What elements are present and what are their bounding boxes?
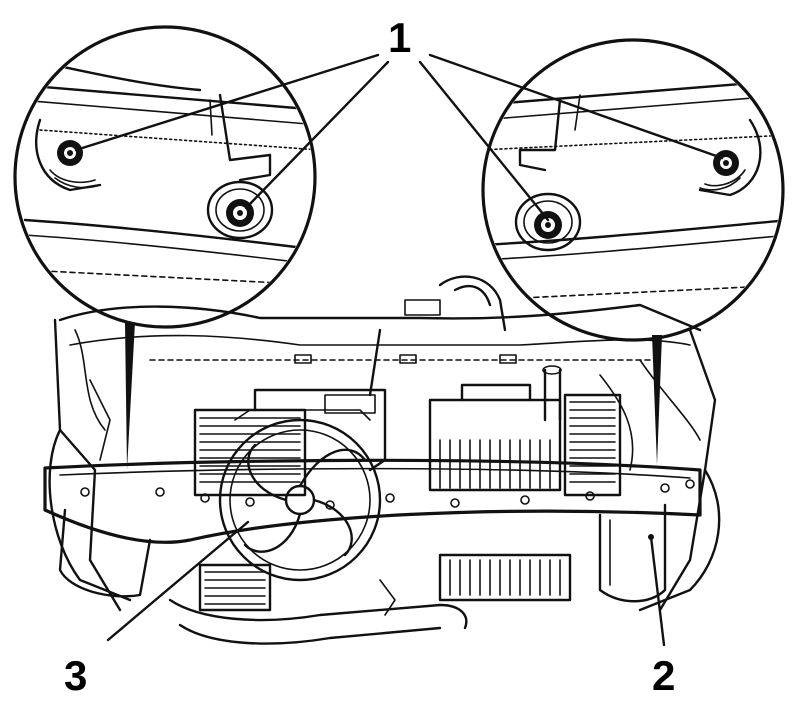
cooling-fan xyxy=(218,409,382,582)
bumper-bolt-holes xyxy=(80,479,695,510)
leader-lines xyxy=(74,53,724,647)
detail-circle-right xyxy=(481,38,785,342)
callout-2-label: 2 xyxy=(652,652,675,699)
engine-bay-illustration xyxy=(48,275,721,645)
bolt-icon xyxy=(57,140,83,166)
detail-circle-left xyxy=(13,25,317,329)
bolt-icon xyxy=(713,150,739,176)
bolt-icon xyxy=(534,211,562,239)
callout-3-label: 3 xyxy=(64,652,87,699)
bumper-reinforcement-bar xyxy=(43,458,702,603)
detail-pointers xyxy=(125,322,662,470)
callout-1-label: 1 xyxy=(388,14,411,61)
battery-ribs xyxy=(439,439,551,489)
